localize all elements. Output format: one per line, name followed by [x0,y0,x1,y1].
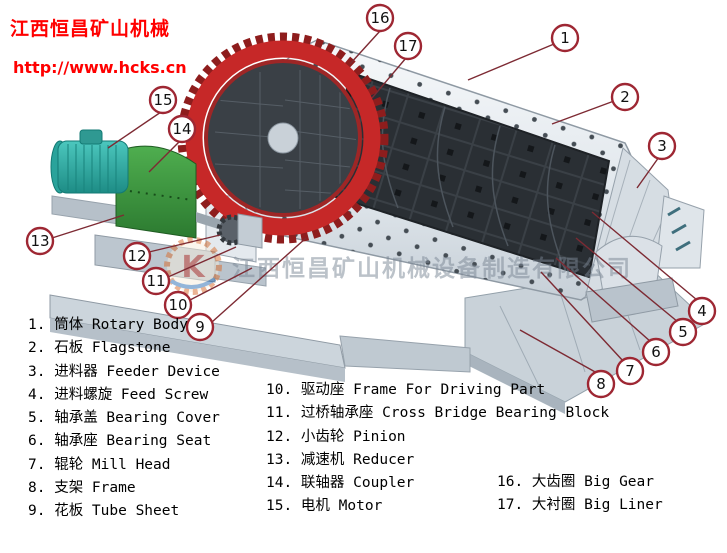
feed-screw [667,206,691,252]
legend-item: 14. 联轴器 Coupler [266,475,415,492]
callout-15-number: 15 [153,91,172,109]
legend-column-3: 16. 大齿圈 Big Gear 17. 大衬圈 Big Liner [497,471,663,518]
legend-item: 10. 驱动座 Frame For Driving Part [266,382,546,398]
legend-item: 12. 小齿轮 Pinion [266,428,406,445]
callout-15: 15 [148,85,178,115]
callout-7-number: 7 [625,362,635,380]
callout-11: 11 [141,266,171,296]
big-gear-ring [177,32,389,244]
callout-17-number: 17 [398,37,417,55]
legend-item: 2. 石板 Flagstone [28,340,171,357]
callout-16-number: 16 [370,9,389,27]
callout-12: 12 [122,241,152,271]
callout-6: 6 [641,337,671,367]
legend-item: 5. 轴承盖 Bearing Cover [28,410,220,427]
legend-item: 6. 轴承座 Bearing Seat [28,433,212,450]
brand-logo-watermark: K [164,237,222,295]
legend-item: 17. 大衬圈 Big Liner [497,497,663,514]
callout-7: 7 [615,356,645,386]
callout-13: 13 [25,226,55,256]
legend-item: 3. 进料器 Feeder Device [28,363,220,380]
callout-3: 3 [647,131,677,161]
callout-3-number: 3 [657,137,667,155]
callout-6-number: 6 [651,343,661,361]
legend-column-1: 1. 筒体 Rotary Body 2. 石板 Flagstone 3. 进料器… [28,314,220,524]
callout-9: 9 [185,312,215,342]
callout-12-number: 12 [127,247,146,265]
feeder-trunnion [655,195,705,269]
callout-13-number: 13 [30,232,49,250]
callout-8-number: 8 [596,375,606,393]
callout-10: 10 [163,290,193,320]
legend-item: 13. 减速机 Reducer [266,451,415,468]
callout-17: 17 [393,31,423,61]
callout-5: 5 [668,317,698,347]
leader-lines [51,30,698,374]
legend-item: 9. 花板 Tube Sheet [28,503,180,520]
callout-5-number: 5 [678,323,688,341]
legend-column-2: 10. 驱动座 Frame For Driving Part 11. 过桥轴承座… [266,379,609,519]
callout-2: 2 [610,82,640,112]
callout-4-number: 4 [697,302,707,320]
callout-14-number: 14 [172,120,191,138]
right-end-assembly [584,147,705,323]
callout-8: 8 [586,369,616,399]
logo-letter: K [181,250,206,285]
cross-bridge-bearing-block [237,213,263,249]
legend-item: 7. 辊轮 Mill Head [28,456,171,473]
legend-item: 15. 电机 Motor [266,498,383,515]
legend-item: 4. 进料螺旋 Feed Screw [28,386,209,403]
callout-14: 14 [167,114,197,144]
legend-item: 11. 过桥轴承座 Cross Bridge Bearing Block [266,405,610,422]
website-url: http://www.hcks.cn [13,58,187,77]
company-name: 江西恒昌矿山机械 [10,18,171,40]
watermark-text: 江西恒昌矿山机械设备制造有限公司 [232,255,632,282]
callout-10-number: 10 [168,296,187,314]
callout-9-number: 9 [195,318,205,336]
callout-16: 16 [365,3,395,33]
callout-4: 4 [687,296,717,326]
end-grate [214,70,356,211]
callout-1: 1 [550,23,580,53]
legend-item: 8. 支架 Frame [28,480,136,497]
callout-2-number: 2 [620,88,630,106]
legend-item: 1. 筒体 Rotary Body [28,317,188,333]
callout-1-number: 1 [560,29,570,47]
callout-11-number: 11 [146,272,165,290]
legend-item: 16. 大齿圈 Big Gear [497,474,654,490]
